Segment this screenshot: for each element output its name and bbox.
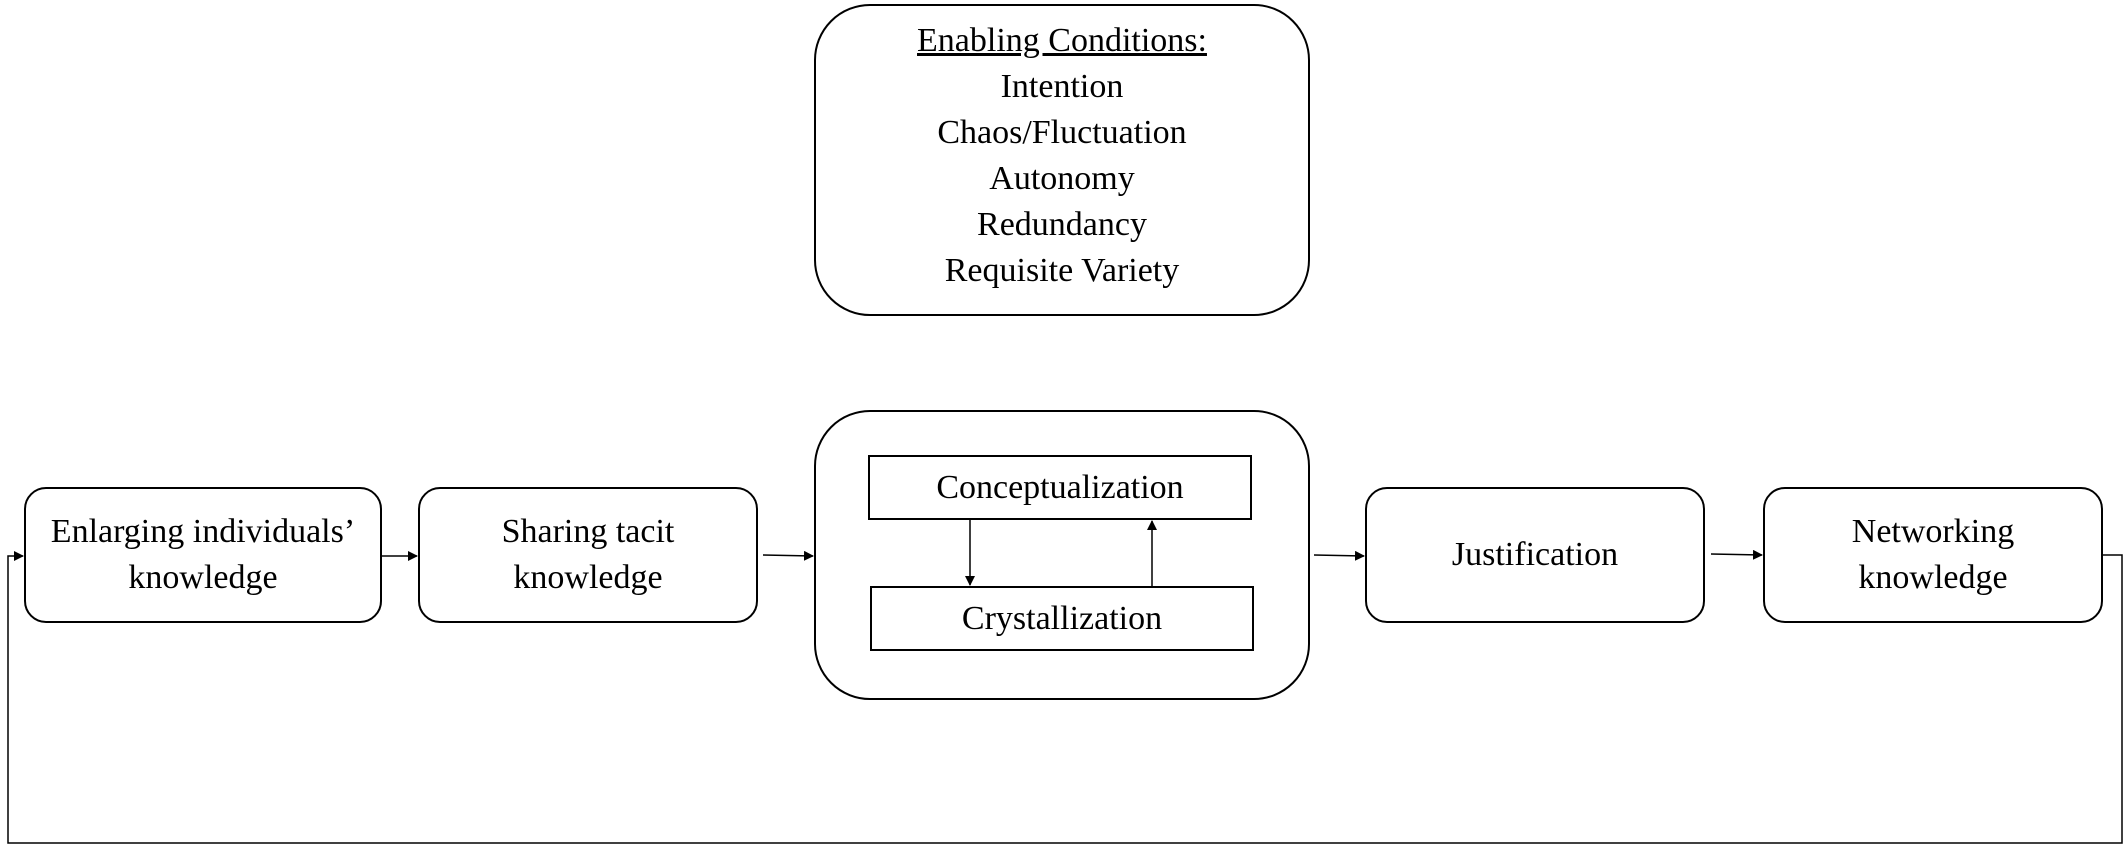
enabling-conditions-box: Enabling Conditions: Intention Chaos/Flu… — [814, 4, 1310, 316]
condition-redundancy: Redundancy — [977, 206, 1147, 243]
crystallization-label: Crystallization — [961, 599, 1163, 637]
arrow-step2-to-step3 — [762, 550, 814, 561]
step-justification: Justification — [1365, 487, 1705, 623]
condition-requisite-variety: Requisite Variety — [944, 252, 1180, 289]
step-networking-knowledge-label: Networking knowledge — [1851, 513, 2015, 596]
step-enlarging-knowledge: Enlarging individuals’ knowledge — [24, 487, 382, 623]
condition-chaos-fluctuation: Chaos/Fluctuation — [937, 114, 1187, 151]
conceptualization-box: Conceptualization — [868, 455, 1252, 520]
condition-intention: Intention — [1000, 68, 1124, 105]
step-enlarging-knowledge-label: Enlarging individuals’ knowledge — [50, 513, 356, 596]
step-networking-knowledge: Networking knowledge — [1763, 487, 2103, 623]
step-justification-label: Justification — [1451, 536, 1619, 573]
step-sharing-tacit-knowledge: Sharing tacit knowledge — [418, 487, 758, 623]
enabling-conditions-heading: Enabling Conditions: — [917, 22, 1207, 59]
arrow-feedback-loop — [7, 551, 2123, 844]
arrow-step3-to-step4 — [1313, 550, 1365, 561]
step-sharing-tacit-knowledge-label: Sharing tacit knowledge — [501, 513, 675, 596]
arrow-step4-to-step5 — [1710, 549, 1763, 560]
crystallization-box: Crystallization — [870, 586, 1254, 651]
conceptualization-label: Conceptualization — [936, 468, 1184, 506]
condition-autonomy: Autonomy — [989, 160, 1135, 197]
